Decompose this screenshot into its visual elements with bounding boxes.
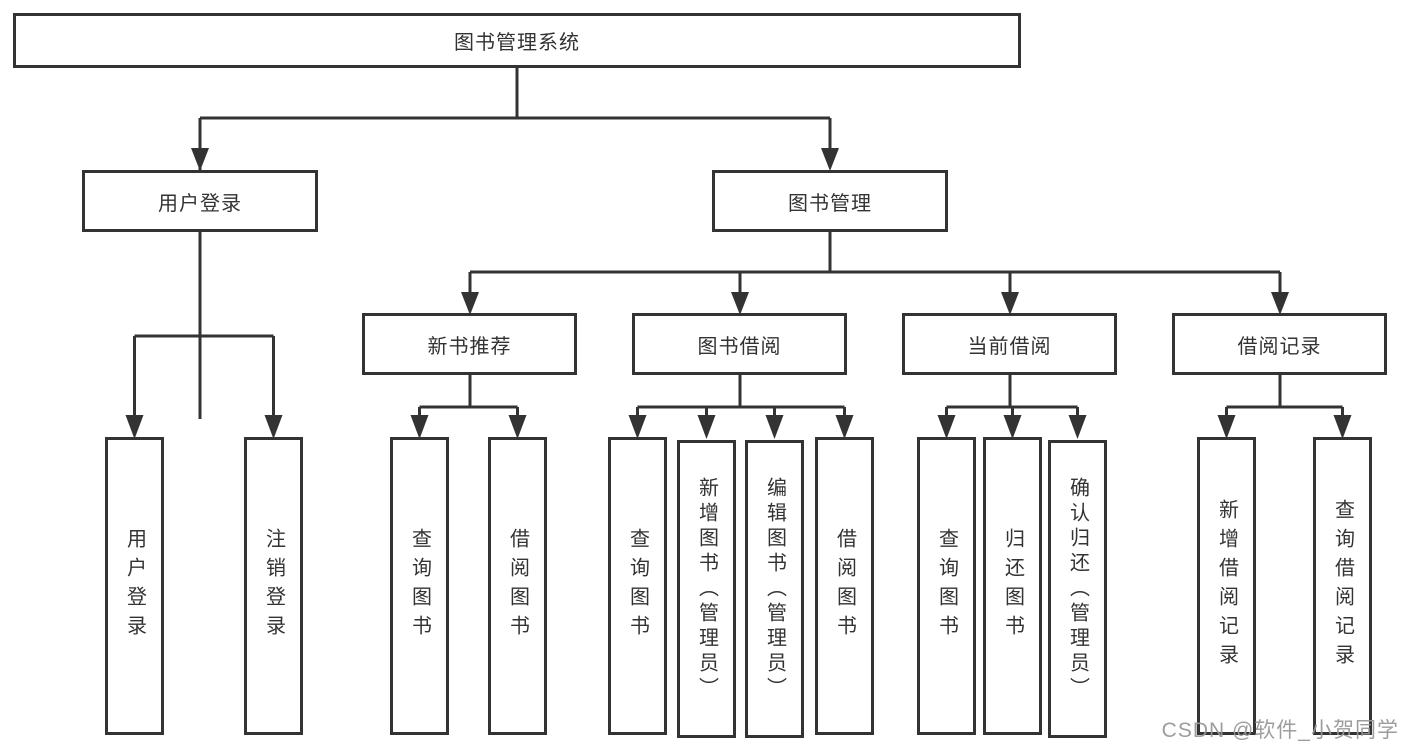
arrowhead-icon [264,415,283,439]
connector-recommend-bus [418,375,519,419]
leaf-add-borrow-record: 新增借阅记录 [1197,437,1256,735]
arrowhead-icon [821,148,839,171]
leaf-query-books-current: 查询图书 [917,437,976,735]
leaf-label: 编辑图书（管理员） [763,476,786,702]
leaf-query-books-recommend: 查询图书 [390,437,449,735]
arrowhead-icon [1333,415,1352,439]
leaf-return-books: 归还图书 [983,437,1042,735]
arrowhead-icon [1068,415,1087,439]
connector-mgmt-bus [468,232,1282,296]
leaf-label: 新增借阅记录 [1215,499,1238,673]
connector-root-bus [198,68,832,419]
node-label: 图书借阅 [697,335,782,358]
node-user-login-branch: 用户登录 [82,170,318,232]
arrowhead-icon [835,415,854,439]
connector-lines [133,68,1344,419]
leaf-add-book-admin: 新增图书（管理员） [677,440,736,738]
connector-borrow-bus [636,375,846,419]
csdn-watermark: CSDN @软件_小贺同学 [1161,719,1399,742]
arrowhead-icon [731,292,749,315]
leaf-label: 注销登录 [262,528,285,644]
node-label: 新书推荐 [427,335,512,358]
arrowhead-icon [461,292,479,315]
leaf-label: 新增图书（管理员） [695,476,718,702]
connector-records-bus [1225,375,1344,419]
arrowhead-icon [1217,415,1236,439]
arrowhead-icon [1001,292,1019,315]
leaf-label: 用户登录 [123,528,146,644]
arrowheads [125,148,1352,439]
connector-current-bus [945,375,1079,419]
node-book-borrowing: 图书借阅 [632,313,847,375]
leaf-confirm-return-admin: 确认归还（管理员） [1048,440,1107,738]
leaf-borrow-books-recommend: 借阅图书 [488,437,547,735]
leaf-user-login: 用户登录 [105,437,164,735]
node-borrowing-records: 借阅记录 [1172,313,1387,375]
node-root-label: 图书管理系统 [454,32,580,54]
connector-login-branch [133,232,275,419]
leaf-label: 查询图书 [626,528,649,644]
arrowhead-icon [765,415,784,439]
leaf-label: 确认归还（管理员） [1066,476,1089,702]
leaf-label: 借阅图书 [833,528,856,644]
leaf-label: 查询图书 [408,528,431,644]
leaf-query-books-borrow: 查询图书 [608,437,667,735]
leaf-label: 查询图书 [935,528,958,644]
arrowhead-icon [937,415,956,439]
arrowhead-icon [191,148,209,171]
arrowhead-icon [628,415,647,439]
leaf-borrow-books: 借阅图书 [815,437,874,735]
node-label: 图书管理 [788,192,872,215]
leaf-label: 借阅图书 [506,528,529,644]
node-label: 当前借阅 [967,335,1052,358]
arrowhead-icon [697,415,716,439]
node-book-management-branch: 图书管理 [712,170,948,232]
leaf-label: 查询借阅记录 [1331,499,1354,673]
arrowhead-icon [410,415,429,439]
leaf-edit-book-admin: 编辑图书（管理员） [745,440,804,738]
node-current-borrowing: 当前借阅 [902,313,1117,375]
leaf-query-borrow-record: 查询借阅记录 [1313,437,1372,735]
leaf-label: 归还图书 [1001,528,1024,644]
node-new-book-recommend: 新书推荐 [362,313,577,375]
arrowhead-icon [125,415,144,439]
arrowhead-icon [1003,415,1022,439]
arrowhead-icon [1271,292,1289,315]
node-label: 借阅记录 [1237,335,1322,358]
node-label: 用户登录 [158,192,242,215]
node-root-system: 图书管理系统 [13,13,1021,68]
arrowhead-icon [508,415,527,439]
leaf-logout: 注销登录 [244,437,303,735]
